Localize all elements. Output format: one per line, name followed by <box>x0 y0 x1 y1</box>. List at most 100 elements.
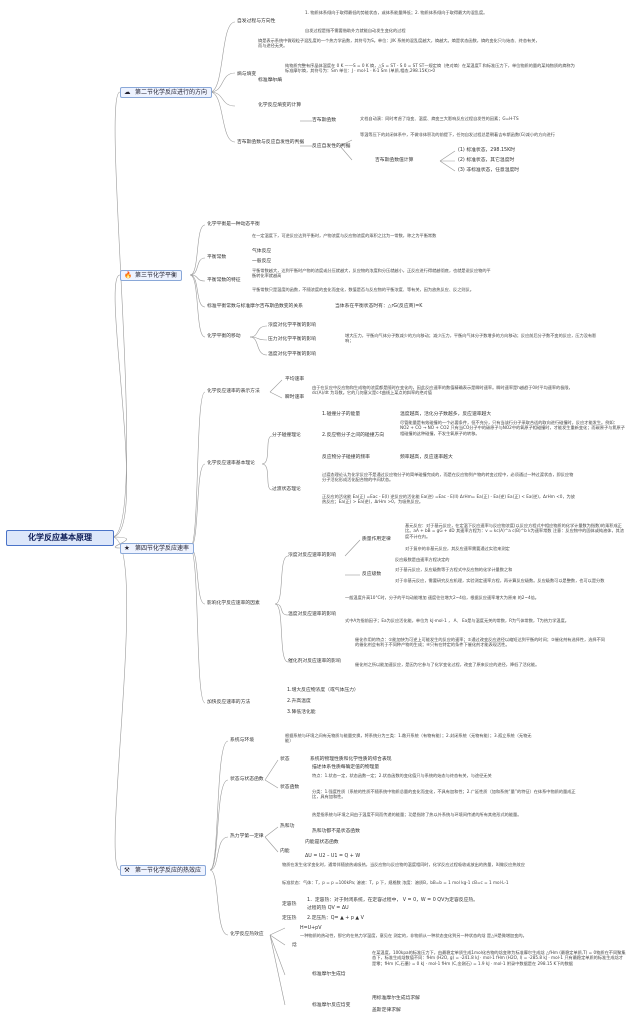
s4-collision-direction-text: 尽管能量是有效碰撞的一个必要条件，但不充分，只有当该行分子采取合适的取向进行碰撞… <box>400 420 625 436</box>
s1-heat-effect-node[interactable]: 化学反应热效应 <box>230 932 264 937</box>
s4-speedup-method-3: 3.降低活化能 <box>287 710 316 715</box>
s1-enthalpy-text-2: 一种物质的热动性，那它的在热力学温度，意见在 测定的，非物质从一种状态变化到另一… <box>300 933 527 938</box>
tools-icon: ⚒ <box>124 866 130 874</box>
s4-collision-energy-text: 温度越高，活化分子数越多，反应速率越大 <box>400 412 492 417</box>
s3-eq-constant-text-1: 在一定温度下，可逆反应达到平衡时，产物浓度与反应物浓度的乘积之比为一常数，称之为… <box>252 233 437 238</box>
s2-entropy-node[interactable]: 熵与熵变 <box>237 72 257 77</box>
s3-eq-constant-text-4: 平衡常数越大，达到平衡时产物的浓度或分压就越大，反应物的浓度和分压就越小，正反应… <box>252 268 491 279</box>
s1-state-func-text-3: 分类：1.强度性质（系统的性质不随系统中物质总量的变化而变化，不具有加和性；2.… <box>312 789 576 800</box>
s1-internal-energy-node[interactable]: 内能 <box>280 849 290 854</box>
s4-rate-factors-node[interactable]: 影响化学反应速率的因素 <box>207 601 260 606</box>
s3-k-gibbs-relation-text: 当体系在平衡状态时有：△rG(反应商)=K <box>335 304 423 309</box>
s4-rate-expression-node[interactable]: 化学反应速率的表示方法 <box>207 389 260 394</box>
s4-average-rate[interactable]: 平均速率 <box>285 377 305 382</box>
s3-dynamic-eq-node[interactable]: 化学平衡是一种动态平衡 <box>207 222 260 227</box>
s4-temperature-effect-text-1: 一般温度升高10°C时，分子的平均动能增加 速度往往增大2~4倍，根据反应速率增… <box>345 595 539 600</box>
s2-std-molar-entropy-node[interactable]: 标准摩尔熵 <box>258 78 282 83</box>
s1-reaction-enthalpy-node[interactable]: 标准摩尔反应焓变 <box>312 1003 351 1008</box>
section-3-title: 第三节化学平衡 <box>135 272 178 279</box>
s4-collision-frequency-text: 频率越高，反应速率越大 <box>400 455 453 460</box>
s1-internal-energy-text-1: 内能是状态函数 <box>305 840 339 845</box>
s2-spontaneity-criterion-text: 等温等压下的封闭体系中，不做非体积功的前提下，任何自发过程总是朝着吉布斯函数(G… <box>360 132 555 137</box>
s2-spontaneity-criterion-node[interactable]: 反应自发性的判据 <box>312 144 351 149</box>
s2-gibbs-criterion-node[interactable]: 吉布斯函数与反应自发性的判据 <box>237 140 305 145</box>
s4-reaction-order-node[interactable]: 反应级数 <box>362 572 382 577</box>
s4-transition-state-node[interactable]: 过渡状态理论 <box>272 487 301 492</box>
s2-spontaneous-node[interactable]: 自发过程与方向性 <box>237 19 276 24</box>
s4-collision-frequency: 反应物分子碰撞的频率 <box>322 455 370 460</box>
s4-non-elementary-text: 对于复杂的非基元反应，其反应速率需要通过实验来测定 <box>405 546 510 551</box>
s1-heat-effect-text-1: 物质在发生化学变化时，通常伴随放热或吸热，当反应物与反应物的温度相同时，化学反应… <box>282 862 525 867</box>
s1-heat-effect-text-2: 标准状态：气体：T，p = p =100kPa; 溶液：T，p 下，规格数 浓度… <box>282 880 509 885</box>
s2-entropy-calc-node[interactable]: 化学反应熵变的计算 <box>258 103 302 108</box>
s1-const-volume-text-2: 过程的热 QV = ΔU <box>307 906 349 911</box>
s3-concentration-effect-node[interactable]: 浓度对化学平衡的影响 <box>268 323 316 328</box>
s4-catalyst-effect-node[interactable]: 催化剂对反应速率的影响 <box>288 659 341 664</box>
s1-const-pressure-text: 2.定压热：Q= ▲ + p ▲ V <box>307 916 364 921</box>
s2-gibbs-calc-node[interactable]: 吉布斯函数值计算 <box>375 158 414 163</box>
s4-catalyst-effect-text-2: 催化剂之所以能加速反应，是因为它参与了化学变化过程，改变了原来反应的途径，降低了… <box>355 662 540 667</box>
s1-heat-work-node[interactable]: 热和功 <box>280 824 295 829</box>
s4-collision-theory-node[interactable]: 分子碰撞理论 <box>272 433 301 438</box>
s4-collision-direction: 2.反应物分子之间的碰撞方向 <box>322 433 385 438</box>
s4-reaction-order-text-1: 反应级数是由速率方程决定的 <box>395 557 450 562</box>
fire-icon: 🔥 <box>124 271 133 279</box>
s4-transition-state-text-2: 正反应的活化能 Ea(正) =Eac - E(I) 逆反应的活化能 Ea(逆) … <box>322 494 575 505</box>
s1-state-func-sub-node[interactable]: 状态函数 <box>280 785 300 790</box>
s3-eq-constant-features-node[interactable]: 平衡常数的特征 <box>207 278 241 283</box>
section-1-title: 第一节化学反应的热效应 <box>135 867 202 874</box>
section-2-node[interactable]: ☁ 第二节化学反应进行的方向 <box>120 87 213 98</box>
s4-collision-energy: 1.碰撞分子的能量 <box>322 412 361 417</box>
section-2-title: 第二节化学反应进行的方向 <box>135 89 208 96</box>
star-icon: ★ <box>124 544 130 552</box>
s1-state-node[interactable]: 状态 <box>280 757 290 762</box>
s1-formation-enthalpy-text: 在某温度，100kpa的标准压力下，由最稳定单质生成1mol化合物的焓变称为标准… <box>372 950 626 966</box>
s1-reaction-enthalpy-text-1: 用标准摩尔生成焓求解 <box>372 996 420 1001</box>
section-3-node[interactable]: 🔥 第三节化学平衡 <box>120 270 183 281</box>
s3-eq-constant-node[interactable]: 平衡常数 <box>207 255 227 260</box>
s4-speedup-methods-node[interactable]: 加快反应速率的方法 <box>207 700 251 705</box>
s4-mass-action-law-text: 基元反应：对于基元反应，在定温下反应速率与反应物浓度(以反应方程式中相应物质的化… <box>405 523 625 539</box>
s3-pressure-effect-text: 增大压力，平衡向气体分子数减少的方向移动；减少压力，平衡向气体分子数增多的方向移… <box>345 333 597 344</box>
s4-catalyst-effect-text-1: 催化作用的特点：①能加快为可逆上可能发生的反应的速率；②通过改变反应途径以缩短达… <box>355 637 605 648</box>
s3-k-gibbs-relation-node[interactable]: 标准平衡常数与标准摩尔吉布斯函数变的关系 <box>207 304 303 309</box>
s1-state-function-node[interactable]: 状态与状态函数 <box>230 777 264 782</box>
s3-temperature-effect-node[interactable]: 温度对化学平衡的影响 <box>268 352 316 357</box>
s4-concentration-effect-node[interactable]: 浓度对反应速率的影响 <box>288 553 336 558</box>
section-4-node[interactable]: ★ 第四节化学反应速率 <box>120 543 195 554</box>
s4-temperature-effect-node[interactable]: 温度对反应速率的影响 <box>288 612 336 617</box>
s1-formation-enthalpy-node[interactable]: 标准摩尔生成焓 <box>312 972 346 977</box>
s1-state-text: 系统的物理性质和化学性质的综合表现 <box>310 757 392 762</box>
s2-gibbs-calc-item-2: (2) 标准状态，其它温度时 <box>458 158 515 163</box>
s2-gibbs-function-node[interactable]: 吉布斯函数 <box>312 118 336 123</box>
s1-const-volume-text-1: 1．定容热：对于封闭系统，在定容过程中， V = 0，W = 0 QV为定容反应… <box>307 898 478 903</box>
section-1-node[interactable]: ⚒ 第一节化学反应的热效应 <box>120 865 207 876</box>
s3-gas-reaction: 气体反应 <box>252 249 272 254</box>
s4-rate-theory-node[interactable]: 化学反应速率基本理论 <box>207 461 255 466</box>
s2-spontaneous-text-1: 1. 物质体系倾向于取得最低的势能状态，或体系能量降低；2. 物质体系倾向于取得… <box>305 10 488 15</box>
s1-state-func-text-1: 描述体系性质每确定值的物理量 <box>312 765 380 770</box>
s1-first-law-node[interactable]: 热力学第一定律 <box>230 834 264 839</box>
s1-system-env-node[interactable]: 系统与环境 <box>230 738 254 743</box>
s4-reaction-order-text-3: 对于非基元反应，需要研究反应机理，实验测定速率方程，再计算反应级数。反应级数可以… <box>395 578 605 583</box>
s4-speedup-method-1: 1.增大反应物浓度（或气体压力） <box>287 688 359 693</box>
s1-const-volume-node[interactable]: 定容热 <box>282 902 297 907</box>
s1-system-env-text: 根据系统与环境之间有无物质与能量交换，将系统分为三类：1.敞开系统（有物有能）；… <box>285 733 532 744</box>
s2-gibbs-calc-item-3: (3) 非标准状态，任意温度时 <box>458 168 520 173</box>
s4-temperature-effect-text-2: 式中A为指前因子；Ea为反应活化能，单位为 kJ·mol-1 ， A、 Ea是与… <box>345 618 569 623</box>
s2-gibbs-calc-item-1: (1) 标准状态，298.15K时 <box>458 148 516 153</box>
root-node[interactable]: 化学反应基本原理 <box>6 530 114 546</box>
s4-instant-rate-text: 由于在反应中反应物和生成物的浓度都是随时在变化的，因此反应速率的数值精确表示是瞬… <box>312 385 573 396</box>
s1-internal-energy-text-2: ΔU = U2 – U1 = Q + W <box>305 854 361 859</box>
s1-heat-work-text-2: 热和功都不是状态函数 <box>312 829 360 834</box>
s1-const-pressure-node[interactable]: 定压热 <box>282 916 297 921</box>
s4-mass-action-law-node[interactable]: 质量作用定律 <box>362 537 391 542</box>
s4-reaction-order-text-2: 对于基元反应，反应级数等于方程式中反应物的化学计量数之和 <box>395 567 513 572</box>
s3-pressure-effect-node[interactable]: 压力对化学平衡的影响 <box>268 337 316 342</box>
s1-enthalpy-node[interactable]: 焓 <box>292 943 297 948</box>
s2-gibbs-function-text: 文档自动演：同时考虑了焓变、温度、熵变三大影响反应过程自发性的因素；G=H-TS <box>360 116 519 121</box>
s4-instant-rate[interactable]: 瞬时速率 <box>285 395 305 400</box>
s3-eq-constant-features-text: 平衡常数只是温度的函数，不随浓度的变化而变化，数值是否与反应物的平衡浓度、等有关… <box>252 287 474 292</box>
s3-eq-shift-node[interactable]: 化学平衡的移动 <box>207 334 241 339</box>
